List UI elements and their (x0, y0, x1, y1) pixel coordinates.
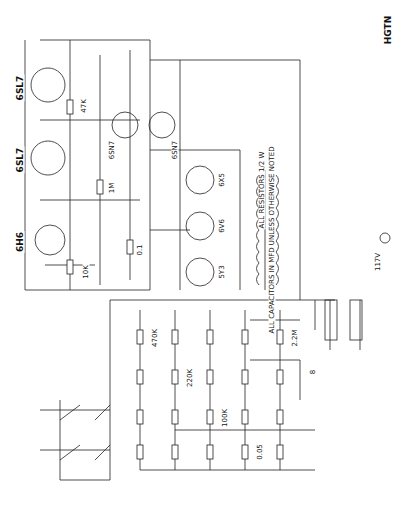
note-text: ALL RESISTORS 1/2 W (259, 151, 266, 230)
tube-label: 6X5 (219, 172, 226, 188)
resistor-symbol (172, 330, 178, 344)
tube-label: 6SL7 (16, 147, 25, 174)
component-value: 220K (187, 368, 194, 388)
note-text: ALL CAPACITORS IN MFD UNLESS OTHERWISE N… (269, 145, 276, 334)
resistor-symbol (207, 410, 213, 424)
wiring (25, 40, 360, 480)
resistor-symbol (137, 445, 143, 459)
tube-label: 6H6 (16, 231, 25, 253)
component-value: 470K (152, 328, 159, 348)
resistor-symbol (277, 330, 283, 344)
resistor-symbol (97, 180, 103, 194)
component-value: 47K (81, 98, 88, 114)
switches (60, 300, 362, 460)
resistor-symbol (242, 410, 248, 424)
resistor-symbol (172, 410, 178, 424)
resistor-symbol (242, 370, 248, 384)
winding-stroke (276, 274, 279, 285)
resistor-symbol (127, 240, 133, 254)
tube-label: 6SN7 (109, 140, 116, 161)
component-value: 100K (222, 408, 229, 428)
resistor-symbol (207, 330, 213, 344)
resistor-symbol (67, 100, 73, 114)
component-value: 117V (375, 252, 382, 272)
component-value: 0.1 (137, 243, 144, 256)
resistor-symbol (242, 445, 248, 459)
component-value: 8 (310, 369, 317, 375)
tube-label: 6V6 (219, 218, 226, 234)
winding-stroke (257, 230, 260, 241)
resistor-symbol (172, 445, 178, 459)
resistor-symbol (67, 260, 73, 274)
winding-stroke (276, 241, 279, 252)
winding-stroke (257, 252, 260, 263)
resistor-symbol (207, 370, 213, 384)
resistor-symbol (207, 445, 213, 459)
resistor-symbol (277, 370, 283, 384)
resistor-symbols (67, 100, 283, 459)
winding-stroke (257, 263, 260, 274)
resistor-symbol (137, 410, 143, 424)
component-value: 0.05 (257, 443, 264, 461)
winding-stroke (276, 208, 279, 219)
resistor-symbol (172, 370, 178, 384)
resistor-symbol (277, 410, 283, 424)
winding-stroke (276, 197, 279, 208)
component-value: 10K (83, 264, 90, 280)
winding-stroke (276, 263, 279, 274)
vacuum-tubes (31, 68, 390, 286)
component-value: 1M (109, 182, 116, 195)
resistor-symbol (242, 330, 248, 344)
resistor-symbol (277, 445, 283, 459)
winding-stroke (276, 230, 279, 241)
note-text: HGTN (384, 15, 393, 45)
winding-stroke (276, 252, 279, 263)
winding-stroke (257, 274, 260, 285)
winding-stroke (276, 186, 279, 197)
winding-stroke (276, 175, 279, 186)
tube-label: 6SL7 (16, 75, 25, 102)
tube-label: 5Y3 (219, 264, 226, 279)
tube-label: 6SN7 (172, 140, 179, 161)
resistor-symbol (137, 330, 143, 344)
resistor-symbol (137, 370, 143, 384)
winding-stroke (276, 219, 279, 230)
component-value: 2.2M (292, 328, 299, 347)
winding-stroke (257, 241, 260, 252)
